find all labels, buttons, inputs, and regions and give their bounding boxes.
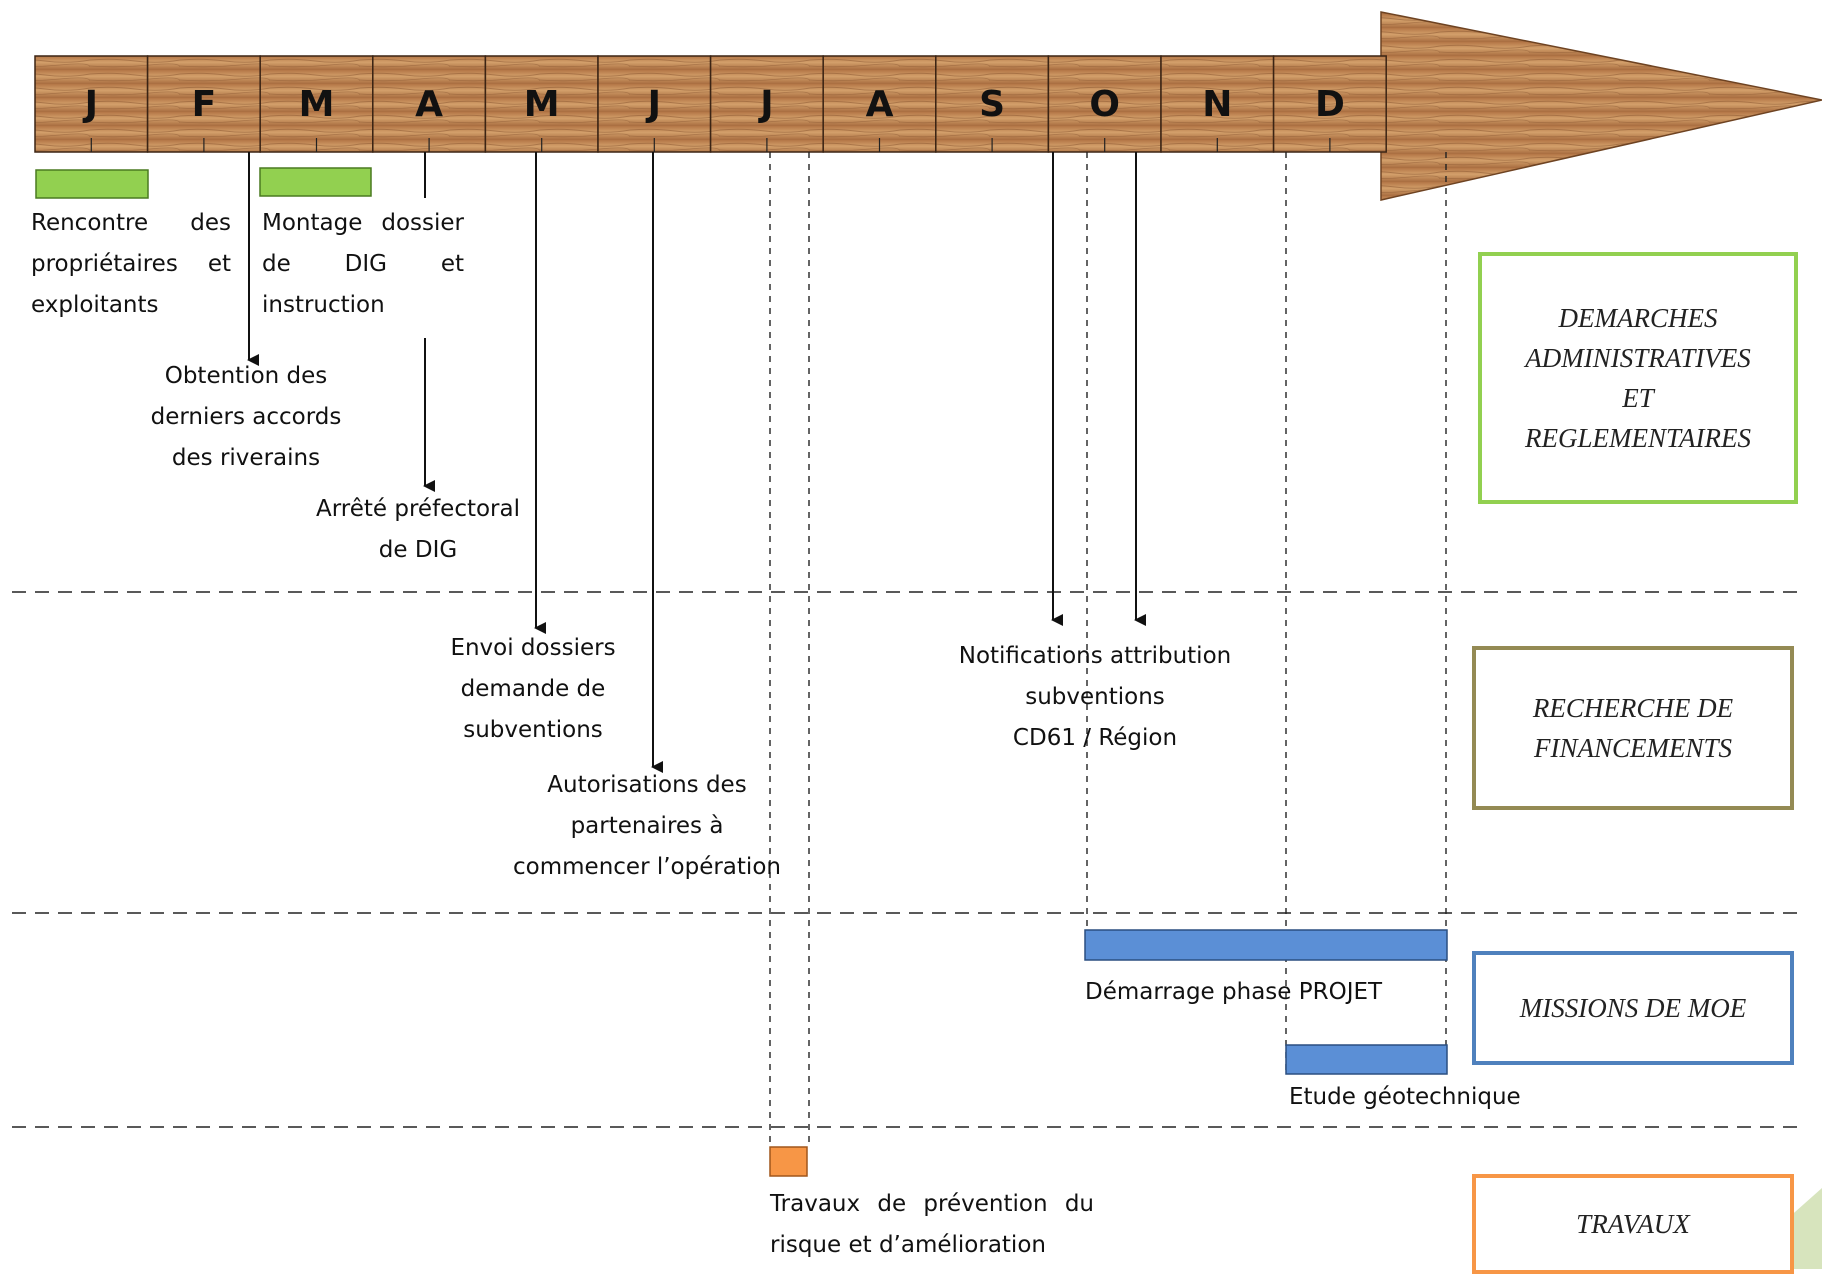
bar-etude-geotechnique xyxy=(1285,1044,1448,1075)
month-cell xyxy=(709,55,824,153)
bar-rencontre xyxy=(35,169,149,199)
bar-travaux-prevention xyxy=(769,1146,808,1177)
month-label-3: M xyxy=(299,84,335,125)
month-cell xyxy=(259,55,374,153)
month-cell xyxy=(484,55,599,153)
milestone-arrows xyxy=(247,152,1146,773)
month-label-12: D xyxy=(1315,84,1345,125)
month-label-7: J xyxy=(757,84,773,125)
task-bars xyxy=(35,167,1448,1177)
month-cell xyxy=(1160,55,1275,153)
label-demarrage-projet: Démarrage phase PROJET xyxy=(1085,979,1383,1005)
month-label-11: N xyxy=(1202,84,1232,125)
label-travaux-prevention: Travaux de prévention du risque et d’amé… xyxy=(770,1191,1094,1258)
month-cell xyxy=(34,55,149,153)
month-cell xyxy=(1272,55,1387,153)
month-label-9: S xyxy=(979,84,1005,125)
month-label-8: A xyxy=(866,84,894,125)
dashed-guides xyxy=(769,152,1447,1145)
category-missions-moe: MISSIONS DE MOE xyxy=(1472,951,1794,1065)
bar-montage xyxy=(259,167,372,197)
timeline-arrow-head xyxy=(1380,11,1822,201)
month-label-2: F xyxy=(192,84,217,125)
month-label-4: A xyxy=(415,84,443,125)
month-label-6: J xyxy=(645,84,661,125)
category-travaux: TRAVAUX xyxy=(1472,1174,1794,1274)
month-cell xyxy=(597,55,712,153)
bar-demarrage-projet xyxy=(1084,929,1448,961)
month-cell xyxy=(1047,55,1162,153)
month-label-10: O xyxy=(1089,84,1120,125)
label-etude-geotechnique: Etude géotechnique xyxy=(1289,1084,1521,1110)
month-cell xyxy=(146,55,261,153)
month-label-1: J xyxy=(82,84,98,125)
month-label-5: M xyxy=(524,84,560,125)
